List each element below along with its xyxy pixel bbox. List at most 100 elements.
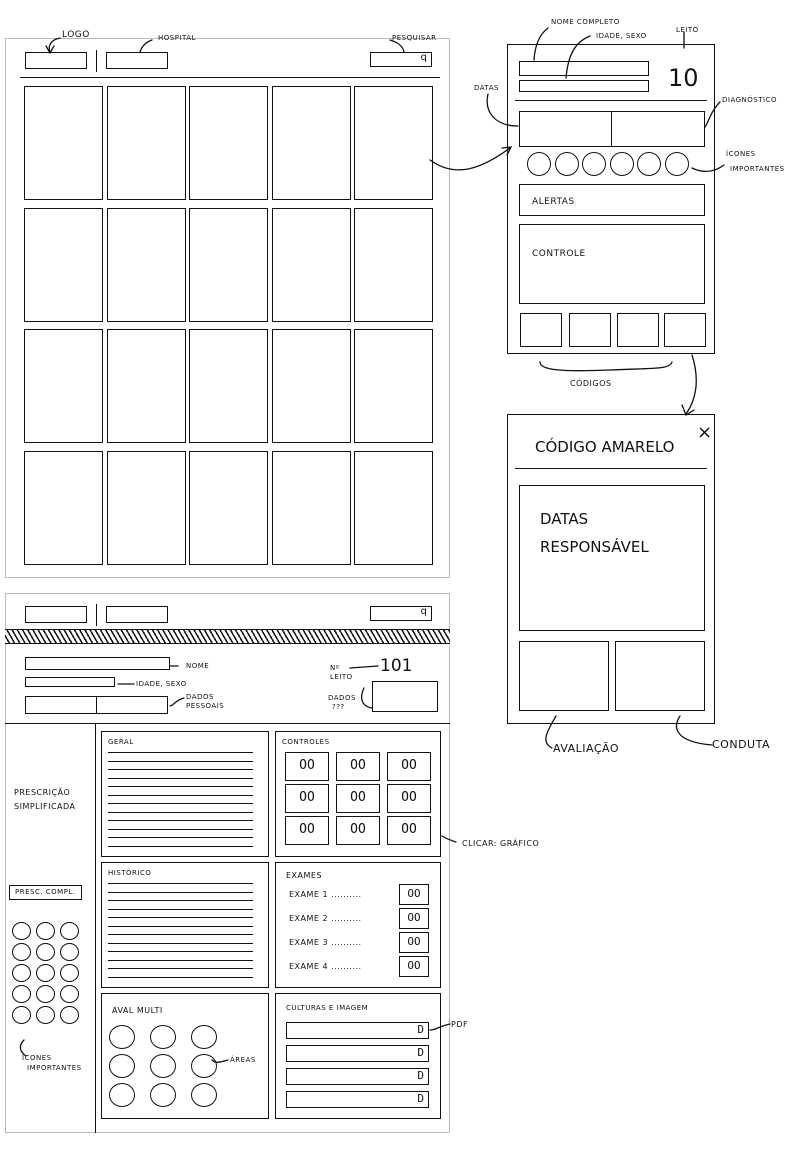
search-icon: q — [420, 52, 427, 63]
bed-card[interactable] — [354, 329, 433, 443]
annotation-dados-pessoais-1: DADOS — [186, 693, 214, 701]
control-chart-button[interactable]: OO — [336, 752, 380, 781]
control-chart-button[interactable]: OO — [387, 816, 431, 845]
bed-card[interactable] — [106, 329, 186, 443]
bed-card[interactable] — [24, 450, 103, 565]
detail-hospital-placeholder — [106, 606, 168, 623]
evaluation-area[interactable] — [109, 1025, 135, 1049]
evaluation-area[interactable] — [150, 1054, 176, 1078]
exam-result-button[interactable]: OO — [399, 956, 429, 977]
control-chart-button[interactable]: OO — [336, 784, 380, 813]
evaluation-area[interactable] — [109, 1083, 135, 1107]
bed-card[interactable] — [189, 86, 268, 200]
control-chart-button[interactable]: OO — [387, 752, 431, 781]
text-line — [108, 837, 253, 838]
pdf-icon[interactable]: D — [417, 1046, 424, 1059]
evaluation-area[interactable] — [191, 1083, 217, 1107]
code-button-3[interactable] — [617, 313, 659, 347]
exam-result-button[interactable]: OO — [399, 908, 429, 929]
evaluation-area[interactable] — [191, 1025, 217, 1049]
bed-number: 10 — [668, 64, 699, 92]
sidebar-icon — [36, 964, 55, 982]
bed-card[interactable] — [354, 207, 433, 322]
control-box[interactable]: CONTROLE — [519, 224, 705, 304]
important-icon — [582, 152, 607, 176]
annotation-dados-pessoais-2: PESSOAIS — [186, 702, 225, 710]
control-chart-button[interactable]: OO — [285, 784, 329, 813]
important-icon — [554, 152, 579, 176]
sidebar-icon — [12, 922, 31, 940]
evaluation-area[interactable] — [150, 1083, 176, 1107]
evaluation-area[interactable] — [150, 1025, 176, 1049]
bed-card[interactable] — [271, 207, 351, 322]
sidebar-icon — [60, 922, 79, 940]
annotation-diagnostico: DIAGNÓSTICO — [722, 96, 777, 104]
bed-card[interactable] — [189, 329, 268, 443]
controls-panel-title: CONTROLES — [282, 738, 330, 746]
control-chart-button[interactable]: OO — [387, 784, 431, 813]
annotation-idade-sexo-detail: IDADE, SEXO — [136, 680, 187, 688]
exam-label: EXAME 4 .......... — [289, 962, 362, 971]
bed-card[interactable] — [354, 86, 433, 200]
conduct-box[interactable] — [615, 641, 705, 711]
text-line — [108, 760, 253, 762]
sidebar-icon — [36, 943, 55, 961]
bed-card[interactable] — [24, 207, 103, 322]
annotation-dados-1: DADOS — [328, 694, 356, 702]
bed-card[interactable] — [24, 329, 103, 443]
annotation-codigos: CÓDIGOS — [570, 379, 612, 388]
annotation-pdf: PDF — [451, 1020, 469, 1029]
bed-card[interactable] — [106, 207, 186, 322]
bed-card[interactable] — [189, 450, 268, 565]
annotation-pesquisar: PESQUISAR — [392, 34, 437, 42]
bed-card[interactable] — [106, 450, 186, 565]
bed-card[interactable] — [271, 450, 351, 565]
hatched-band — [5, 629, 450, 644]
annotation-icones-importantes-1: ÍCONES — [22, 1054, 52, 1062]
annotation-clicar-grafico: CLICAR: GRÁFICO — [462, 839, 540, 848]
detail-bed-number: 101 — [380, 656, 413, 676]
evaluation-area[interactable] — [191, 1054, 217, 1078]
exam-result-button[interactable]: OO — [399, 932, 429, 953]
text-line — [108, 845, 253, 847]
search-box[interactable]: q — [370, 52, 432, 67]
alerts-box[interactable]: ALERTAS — [519, 184, 705, 216]
control-chart-button[interactable]: OO — [336, 816, 380, 845]
code-button-4[interactable] — [664, 313, 706, 347]
culture-item[interactable]: D — [286, 1045, 429, 1062]
simplified-prescription-label-1[interactable]: PRESCRIÇÃO — [14, 788, 71, 797]
evaluation-box[interactable] — [519, 641, 609, 711]
extra-data-box — [372, 681, 438, 712]
pdf-icon[interactable]: D — [417, 1023, 424, 1036]
code-button-1[interactable] — [520, 313, 562, 347]
modal-title: CÓDIGO AMARELO — [535, 438, 675, 456]
code-button-2[interactable] — [569, 313, 611, 347]
text-line — [108, 976, 253, 978]
culture-item[interactable]: D — [286, 1022, 429, 1039]
annotation-leito-2: LEITO — [330, 673, 353, 681]
close-icon[interactable]: × — [697, 422, 713, 443]
exam-label: EXAME 2 .......... — [289, 914, 362, 923]
control-chart-button[interactable]: OO — [285, 752, 329, 781]
bed-card[interactable] — [106, 86, 186, 200]
pdf-icon[interactable]: D — [417, 1092, 424, 1105]
detail-search-box[interactable]: q — [370, 606, 432, 621]
full-prescription-button[interactable]: PRESC. COMPL. — [9, 885, 82, 900]
annotation-idade-sexo: IDADE, SEXO — [596, 32, 647, 40]
exam-result-button[interactable]: OO — [399, 884, 429, 905]
text-line — [108, 752, 253, 753]
control-chart-button[interactable]: OO — [285, 816, 329, 845]
bed-card[interactable] — [189, 207, 268, 322]
evaluation-area[interactable] — [109, 1054, 135, 1078]
culture-item[interactable]: D — [286, 1091, 429, 1108]
bed-card[interactable] — [354, 450, 433, 565]
exams-panel-title: EXAMES — [286, 871, 323, 880]
bed-card[interactable] — [271, 86, 351, 200]
pdf-icon[interactable]: D — [417, 1069, 424, 1082]
text-line — [108, 934, 253, 935]
bed-card[interactable] — [271, 329, 351, 443]
culture-item[interactable]: D — [286, 1068, 429, 1085]
general-panel-title: GERAL — [108, 738, 134, 746]
simplified-prescription-label-2[interactable]: SIMPLIFICADA — [14, 802, 76, 811]
bed-card[interactable] — [24, 86, 103, 200]
